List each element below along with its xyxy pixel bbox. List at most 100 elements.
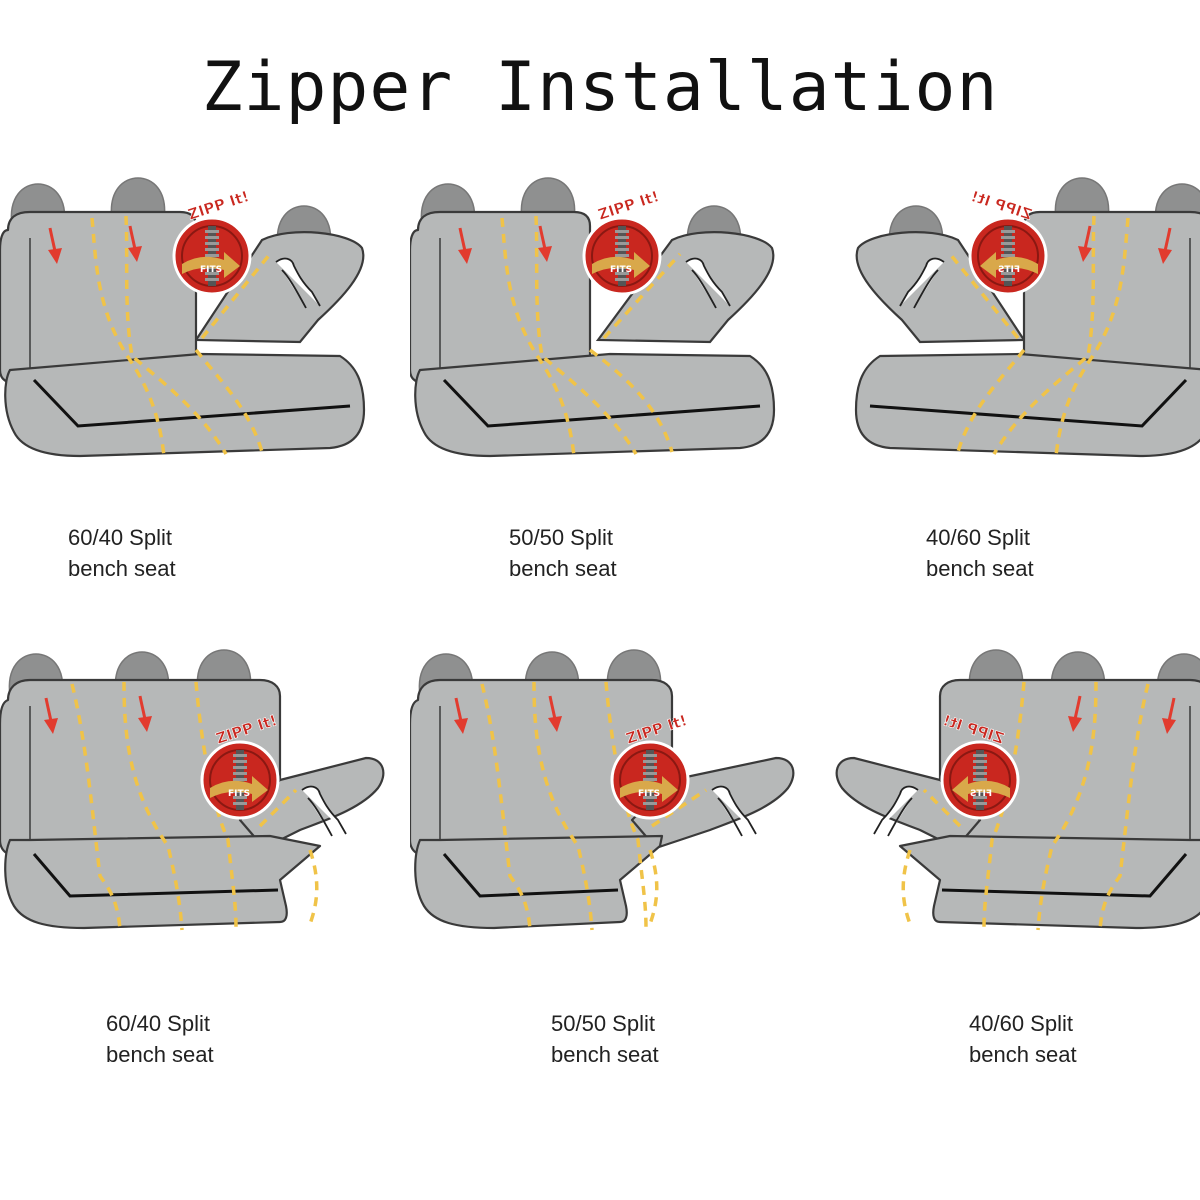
bench-seat-drawing: ZIPP It!FITS bbox=[835, 649, 1200, 931]
zipper-line bbox=[992, 215, 1096, 455]
seat-caption: 40/60 Split bench seat bbox=[969, 1008, 1077, 1070]
bench-seat-illustration: ZIPP It!FITS bbox=[410, 649, 795, 931]
seat-cushion bbox=[898, 834, 1200, 930]
bench-seat-illustration: ZIPP It!FITS bbox=[410, 177, 776, 458]
bench-seat-drawing: ZIPP It!FITS bbox=[0, 649, 385, 931]
zipper-line bbox=[588, 348, 674, 453]
seat-panel-6: ZIPP It!FITS bbox=[820, 640, 1200, 940]
headrest-center bbox=[1054, 177, 1110, 221]
seatback-folded bbox=[193, 231, 365, 344]
bench-seat-drawing: ZIPP It!FITS bbox=[854, 177, 1200, 458]
hand-icon bbox=[301, 785, 347, 837]
seat-cushion bbox=[414, 352, 776, 458]
down-arrow-icon-left bbox=[48, 227, 62, 264]
bench-seat-illustration: ZIPP It!FITS bbox=[0, 177, 366, 458]
seatback-folded bbox=[855, 231, 1027, 344]
seat-panel-3: ZIPP It!FITS bbox=[820, 170, 1200, 470]
zipper-line bbox=[122, 681, 184, 931]
down-arrow-icon-left bbox=[1162, 697, 1176, 734]
zipper-line bbox=[1098, 683, 1150, 931]
cushion-edge bbox=[869, 378, 1188, 428]
zipper-line bbox=[648, 849, 659, 925]
caption-split-label: 60/40 Split bbox=[68, 525, 172, 550]
badge-tag-text: FITS bbox=[638, 789, 660, 799]
zipp-it-badge-icon: ZIPP It!FITS bbox=[200, 711, 280, 820]
caption-seat-type: bench seat bbox=[509, 556, 617, 581]
cushion-edge bbox=[442, 378, 761, 428]
cushion-edge bbox=[442, 853, 619, 898]
caption-split-label: 50/50 Split bbox=[509, 525, 613, 550]
cushion-edge bbox=[941, 853, 1188, 898]
badge-tag-text: FITS bbox=[228, 789, 250, 799]
bench-seat-illustration: ZIPP It!FITS bbox=[0, 649, 385, 931]
zipp-it-badge-icon: ZIPP It!FITS bbox=[172, 187, 252, 296]
caption-split-label: 40/60 Split bbox=[969, 1011, 1073, 1036]
bench-seat-drawing: ZIPP It!FITS bbox=[410, 177, 776, 458]
zipp-it-badge-icon: ZIPP It!FITS bbox=[610, 711, 690, 820]
seat-panel-1: ZIPP It!FITS bbox=[0, 170, 400, 470]
down-arrow-icon-left bbox=[454, 697, 468, 734]
hand-icon bbox=[711, 785, 757, 837]
headrest-center bbox=[110, 177, 166, 221]
zipp-it-badge-icon: ZIPP It!FITS bbox=[968, 187, 1048, 296]
page-title: Zipper Installation bbox=[201, 48, 999, 127]
zipper-line bbox=[1036, 681, 1098, 931]
zipper-line bbox=[500, 217, 576, 457]
zipp-it-badge-icon: ZIPP It!FITS bbox=[582, 187, 662, 296]
badge-tag-text: FITS bbox=[610, 265, 632, 275]
caption-seat-type: bench seat bbox=[106, 1042, 214, 1067]
seat-caption: 50/50 Split bench seat bbox=[551, 1008, 659, 1070]
bench-seat-drawing: ZIPP It!FITS bbox=[0, 177, 366, 458]
bench-seat-illustration: ZIPP It!FITS bbox=[854, 177, 1200, 458]
zipper-line bbox=[1054, 217, 1130, 457]
seat-caption: 60/40 Split bench seat bbox=[68, 522, 176, 584]
caption-split-label: 50/50 Split bbox=[551, 1011, 655, 1036]
down-arrow-icon-left bbox=[1158, 227, 1172, 264]
seat-caption: 50/50 Split bench seat bbox=[509, 522, 617, 584]
hand-icon bbox=[685, 257, 731, 309]
zipper-line bbox=[308, 849, 319, 925]
hand-icon bbox=[873, 785, 919, 837]
down-arrow-icon-center bbox=[128, 225, 142, 262]
seat-caption: 40/60 Split bench seat bbox=[926, 522, 1034, 584]
caption-seat-type: bench seat bbox=[926, 556, 1034, 581]
caption-seat-type: bench seat bbox=[68, 556, 176, 581]
badge-tag-text: FITS bbox=[200, 265, 222, 275]
seat-cushion bbox=[414, 834, 664, 930]
badge-tag-text: FITS bbox=[998, 265, 1020, 275]
headrest-center bbox=[520, 177, 576, 221]
seat-panel-5: ZIPP It!FITS bbox=[410, 640, 810, 940]
caption-seat-type: bench seat bbox=[551, 1042, 659, 1067]
zipper-line bbox=[124, 215, 228, 455]
cushion-edge bbox=[32, 378, 351, 428]
zipper-line bbox=[200, 252, 272, 340]
hand-icon bbox=[275, 257, 321, 309]
badge-tag-text: FITS bbox=[970, 789, 992, 799]
zipper-line bbox=[651, 788, 707, 828]
down-arrow-icon-center bbox=[548, 695, 562, 732]
zipper-line bbox=[602, 252, 682, 340]
zipper-line bbox=[480, 683, 532, 931]
bench-seat-illustration: ZIPP It!FITS bbox=[835, 649, 1200, 931]
caption-seat-type: bench seat bbox=[969, 1042, 1077, 1067]
seat-panel-4: ZIPP It!FITS bbox=[0, 640, 400, 940]
seat-cushion bbox=[4, 352, 366, 458]
seat-panel-2: ZIPP It!FITS bbox=[410, 170, 810, 470]
seatback-folded bbox=[595, 231, 775, 344]
zipper-line bbox=[922, 788, 962, 828]
down-arrow-icon-center bbox=[538, 225, 552, 262]
zipper-line bbox=[258, 788, 298, 828]
caption-split-label: 40/60 Split bbox=[926, 525, 1030, 550]
down-arrow-icon-center bbox=[1068, 695, 1082, 732]
hand-icon bbox=[899, 257, 945, 309]
seat-cushion bbox=[854, 352, 1200, 458]
bench-seat-drawing: ZIPP It!FITS bbox=[410, 649, 795, 931]
zipper-line bbox=[948, 252, 1020, 340]
down-arrow-icon-center bbox=[1078, 225, 1092, 262]
zipper-line bbox=[90, 217, 166, 457]
down-arrow-icon-left bbox=[44, 697, 58, 734]
down-arrow-icon-left bbox=[458, 227, 472, 264]
zipper-line bbox=[532, 681, 594, 931]
cushion-edge bbox=[32, 853, 279, 898]
